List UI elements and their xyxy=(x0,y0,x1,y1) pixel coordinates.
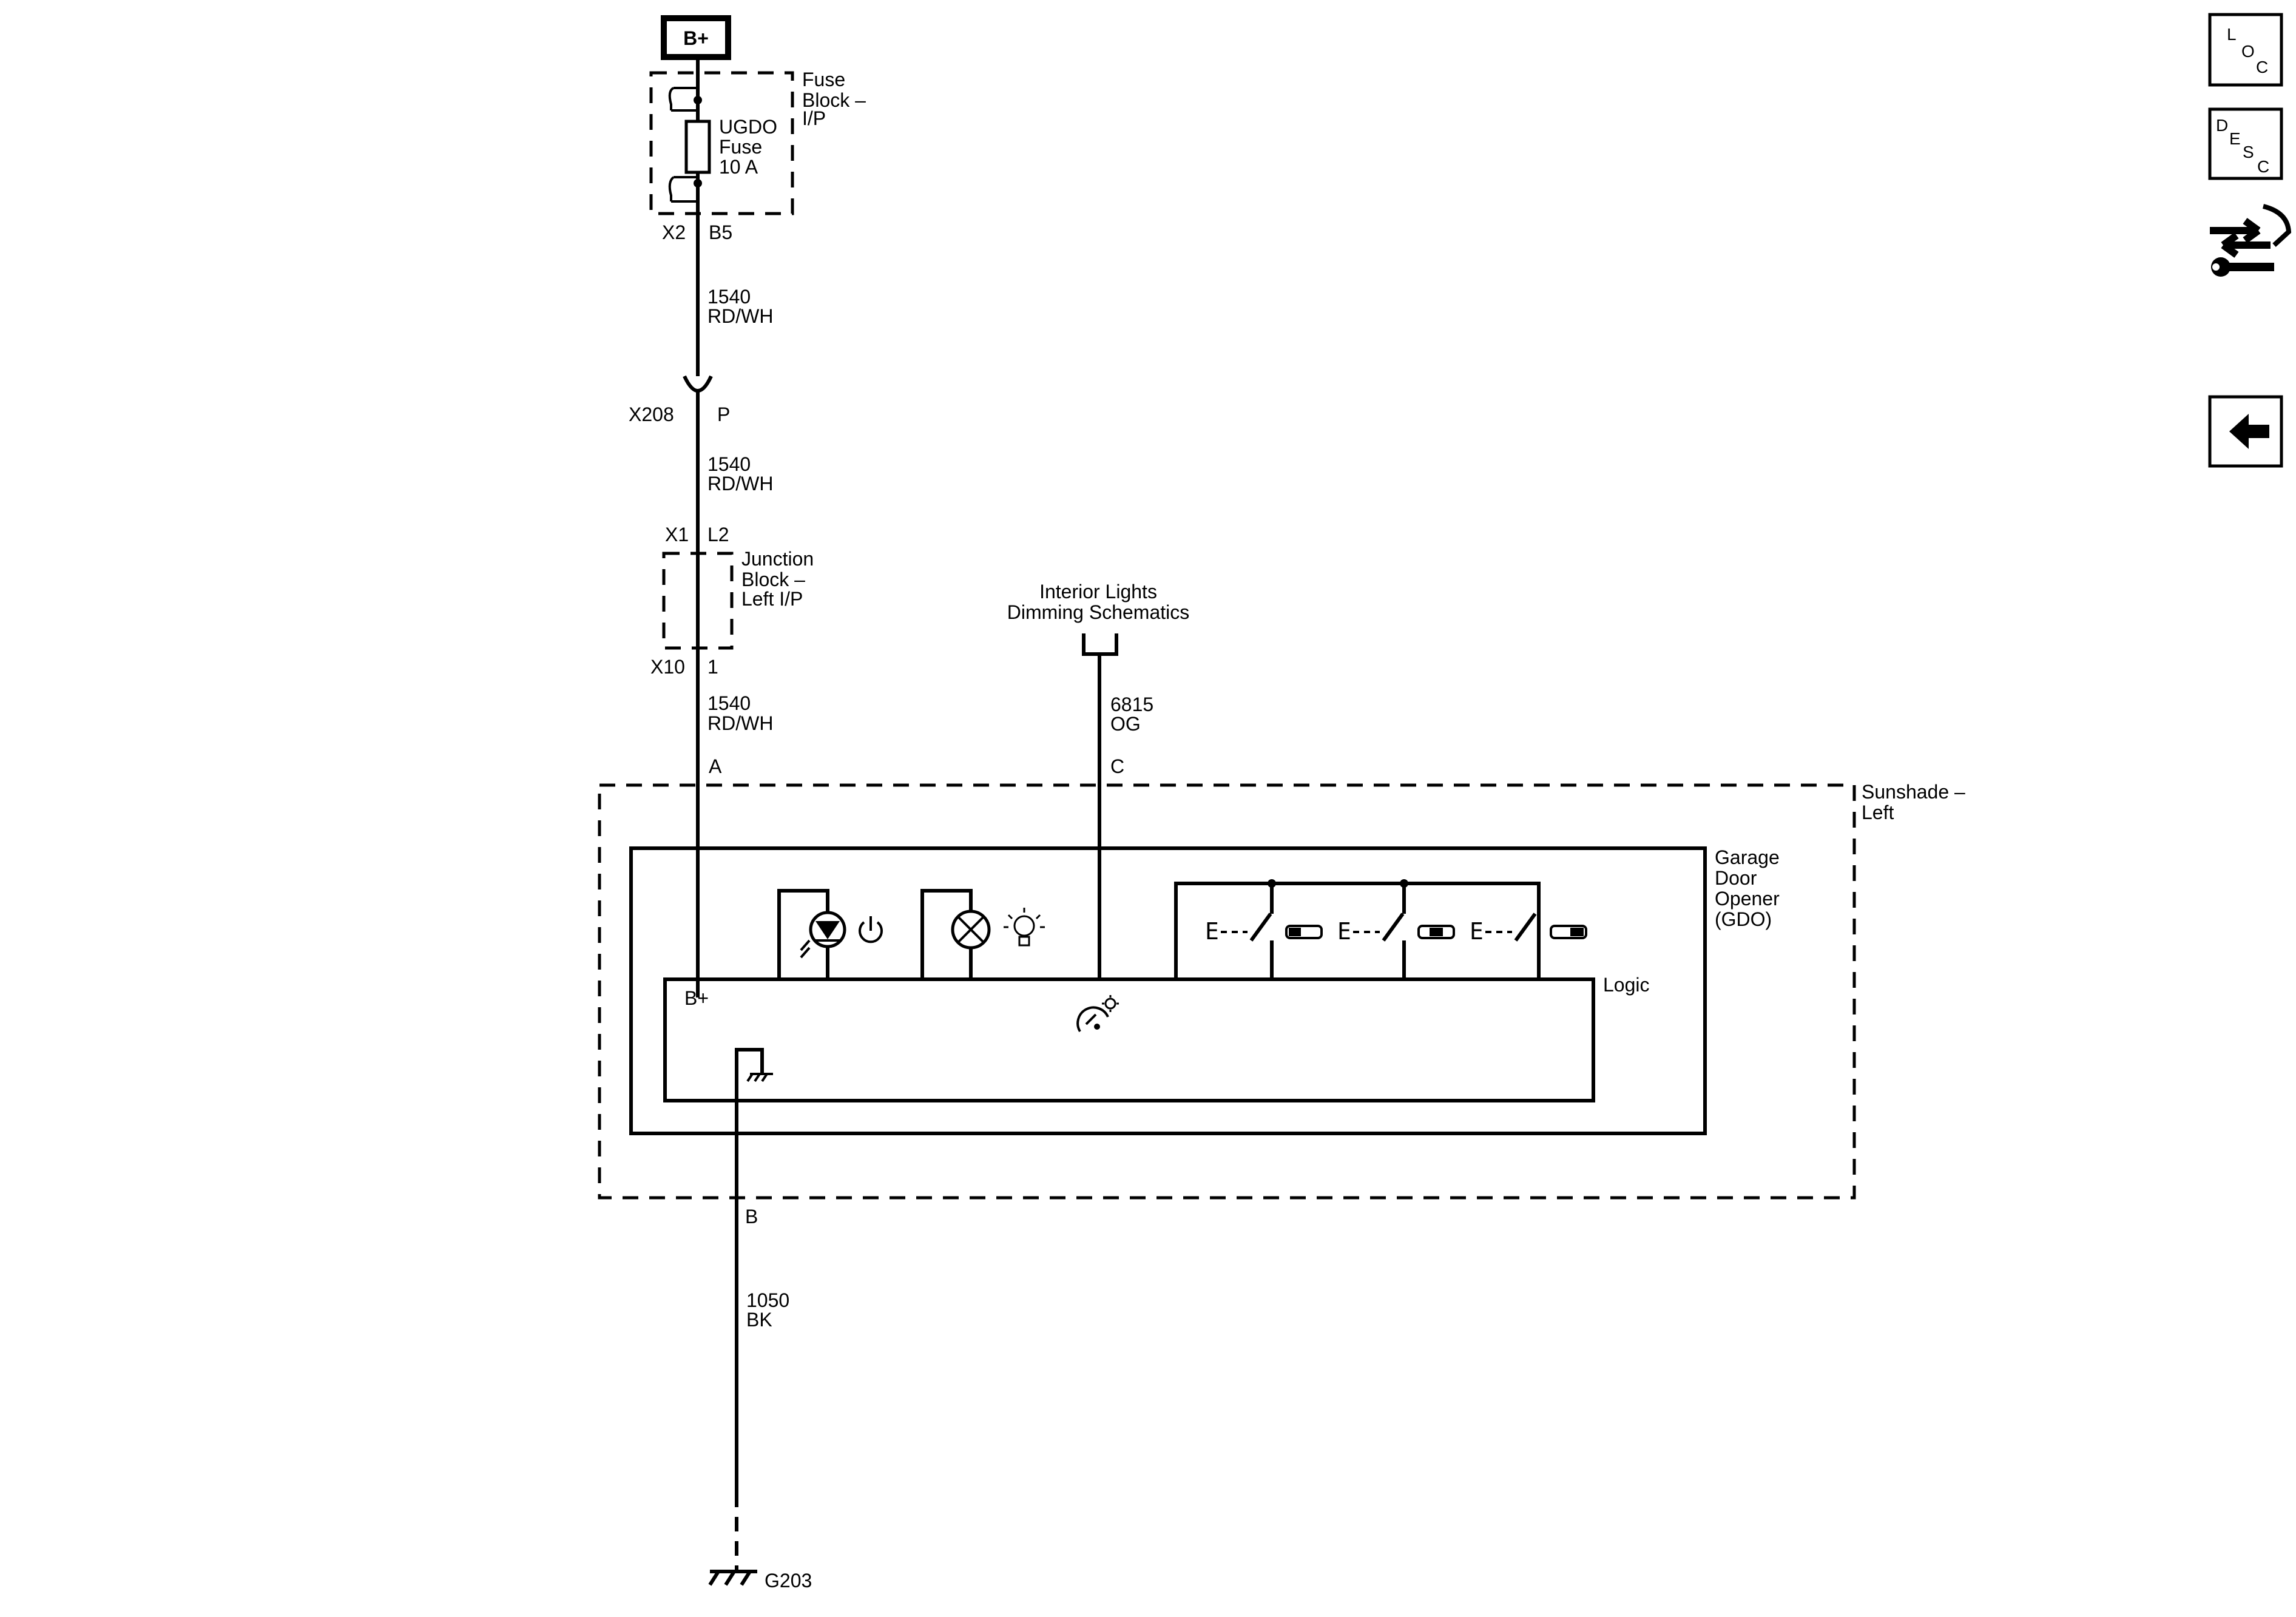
wire-6815-color: OG xyxy=(1110,713,1141,735)
ground-g203: G203 xyxy=(708,1570,812,1592)
light-bulb-icon xyxy=(1004,908,1045,947)
gdo-logic-block xyxy=(663,977,1595,1102)
switch-bank-frame xyxy=(1174,882,1541,979)
desc-letter-d: D xyxy=(2216,116,2228,135)
ugdo-fuse-icon xyxy=(684,120,711,174)
junction-block-left-ip: X1 L2 Junction Block – Left I/P X10 1 xyxy=(650,524,814,678)
wire-1540-upper-color: RD/WH xyxy=(707,305,773,327)
inline-connector-pin: P xyxy=(717,403,730,425)
loc-letter-o: O xyxy=(2241,42,2255,61)
garage-door-opener: Garage Door Opener (GDO) Logic B+ xyxy=(629,846,1780,1135)
dimming-reference-line-1[interactable]: Interior Lights xyxy=(1039,581,1157,603)
gdo-name-line-4: (GDO) xyxy=(1715,908,1772,930)
remote-button-icon-2 xyxy=(1417,925,1455,939)
gdo-b-plus-label: B+ xyxy=(684,987,709,1009)
switch-2-letter: E xyxy=(1337,918,1351,945)
battery-positive-source: B+ xyxy=(661,15,731,60)
battery-positive-label: B+ xyxy=(683,27,709,49)
junction-name-line-2: Block – xyxy=(741,569,805,590)
sunshade-pin-a: A xyxy=(709,755,722,777)
wire-1050-circuit: 1050 xyxy=(746,1289,789,1311)
gdo-logic-label: Logic xyxy=(1603,974,1650,996)
wire-1540-lower-circuit: 1540 xyxy=(707,692,751,714)
transmitter-switch-1[interactable]: E xyxy=(1205,879,1323,979)
interior-lights-dimming-reference[interactable]: Interior Lights Dimming Schematics xyxy=(1007,581,1190,656)
switch-1-letter: E xyxy=(1205,918,1219,945)
lamp-indicator xyxy=(920,889,1045,979)
desc-letter-s: S xyxy=(2243,143,2254,161)
power-icon xyxy=(859,916,883,944)
sunshade-name-line-1: Sunshade – xyxy=(1862,781,1965,803)
fuse-connector-label: X2 xyxy=(662,221,686,243)
dimming-reference-line-2[interactable]: Dimming Schematics xyxy=(1007,601,1190,623)
remote-button-icon-1 xyxy=(1285,925,1323,939)
desc-letter-e: E xyxy=(2229,129,2241,148)
wire-1540-middle-color: RD/WH xyxy=(707,473,773,495)
junction-name-line-3: Left I/P xyxy=(741,588,803,610)
wire-1540-upper-circuit: 1540 xyxy=(707,286,751,308)
desc-letter-c: C xyxy=(2257,157,2269,176)
inline-connector-label: X208 xyxy=(629,403,674,425)
fuse-label-line-1: UGDO xyxy=(719,116,777,138)
wire-1540-lower-color: RD/WH xyxy=(707,712,773,734)
desc-button[interactable]: D E S C xyxy=(2208,107,2283,180)
transmitter-switch-3[interactable]: E xyxy=(1470,913,1587,979)
back-button[interactable] xyxy=(2208,395,2283,468)
fuse-pin-label: B5 xyxy=(709,221,732,243)
led-indicator xyxy=(777,889,883,979)
junction-bottom-pin: 1 xyxy=(707,656,718,678)
gdo-name-line-3: Opener xyxy=(1715,888,1780,910)
sunshade-pin-c: C xyxy=(1110,755,1124,777)
junction-top-connector: X1 xyxy=(665,524,689,545)
loc-button[interactable]: L O C xyxy=(2208,13,2283,87)
connector-wrench-icon[interactable] xyxy=(2210,204,2292,277)
gdo-name-line-2: Door xyxy=(1715,867,1757,889)
ground-label: G203 xyxy=(765,1570,812,1592)
sunshade-pin-b: B xyxy=(745,1206,758,1227)
wire-6815-circuit: 6815 xyxy=(1110,694,1153,715)
internal-ground-icon xyxy=(735,1048,773,1101)
inline-connector-x208: X208 P xyxy=(629,375,730,425)
wire-1050-color: BK xyxy=(746,1309,772,1331)
sunshade-name-line-2: Left xyxy=(1862,802,1894,823)
loc-letter-c: C xyxy=(2256,58,2268,76)
remote-button-icon-3 xyxy=(1550,925,1587,939)
gdo-name-line-1: Garage xyxy=(1715,846,1780,868)
fuse-block-name-line-3: I/P xyxy=(802,107,826,129)
transmitter-switch-2[interactable]: E xyxy=(1337,879,1455,979)
fuse-block-ip: Fuse Block – I/P UGDO Fuse 10 A X2 B5 xyxy=(649,57,866,243)
arrow-left-icon xyxy=(2229,414,2269,449)
sunshade-left: Sunshade – Left A C B xyxy=(598,755,1965,1227)
dimming-input-icon xyxy=(1076,995,1119,1033)
fuse-label-line-3: 10 A xyxy=(719,156,758,178)
fuse-block-name-line-2: Block – xyxy=(802,89,866,111)
junction-top-pin: L2 xyxy=(707,524,729,545)
junction-bottom-connector: X10 xyxy=(650,656,685,678)
switch-3-letter: E xyxy=(1470,918,1484,945)
fuse-block-name-line-1: Fuse xyxy=(802,69,845,90)
junction-name-line-1: Junction xyxy=(741,548,814,570)
loc-letter-l: L xyxy=(2227,25,2237,44)
fuse-label-line-2: Fuse xyxy=(719,136,762,158)
wire-1540-middle-circuit: 1540 xyxy=(707,453,751,475)
